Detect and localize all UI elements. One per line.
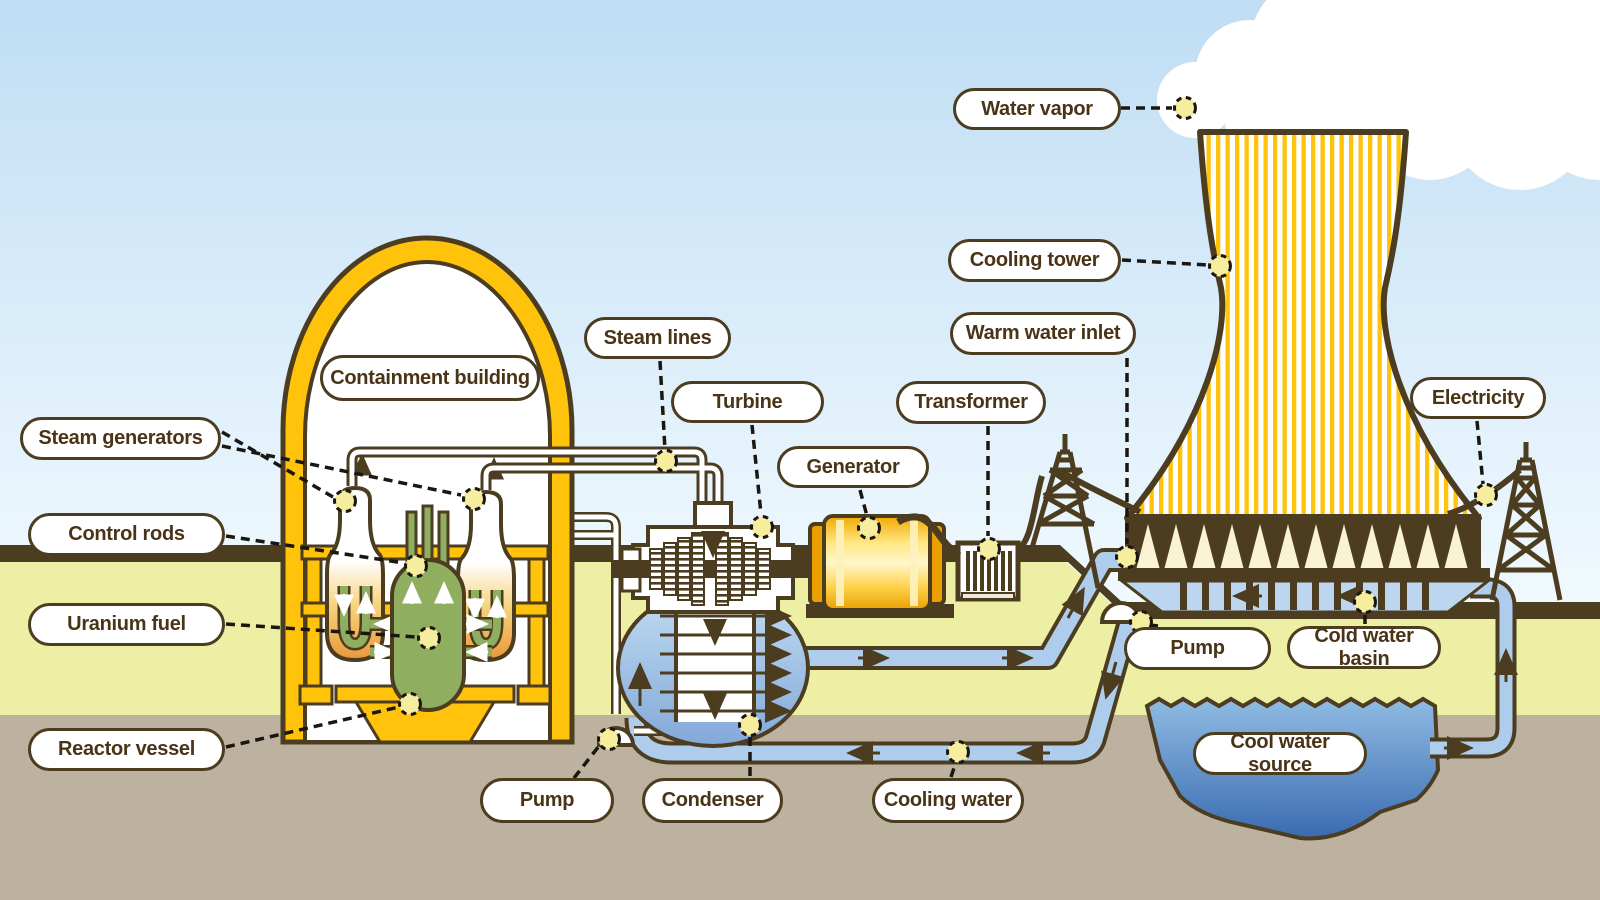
dot-reactor-vessel [398, 692, 422, 716]
dot-condenser [738, 713, 762, 737]
cold-water-basin [1117, 579, 1493, 614]
dot-pump-left [597, 727, 621, 751]
turbine [612, 501, 812, 614]
callout-lines [221, 106, 1485, 780]
cold-water-return-pipe [624, 616, 1141, 765]
label-uranium-fuel: Uranium fuel [28, 603, 225, 646]
dot-steam-generator-1 [333, 489, 357, 513]
label-containment-building: Containment building [320, 355, 540, 401]
steam-lines [346, 446, 724, 508]
dot-cooling-water [946, 740, 970, 764]
generator-cable [896, 513, 961, 554]
label-warm-water-inlet: Warm water inlet [950, 312, 1136, 355]
dot-generator [857, 516, 881, 540]
dot-cooling-tower [1208, 254, 1232, 278]
label-cool-water-source: Cool water source [1193, 731, 1367, 776]
water-vapor-cloud [1157, 0, 1600, 190]
dot-uranium-fuel [417, 626, 441, 650]
label-turbine: Turbine [671, 381, 824, 423]
label-electricity: Electricity [1410, 377, 1546, 419]
pylon-left [1029, 434, 1101, 589]
label-cold-water-basin: Cold water basin [1287, 625, 1441, 670]
label-cooling-tower: Cooling tower [948, 239, 1121, 282]
dot-transformer [977, 537, 1001, 561]
label-pump-right: Pump [1124, 627, 1271, 670]
primary-loop-pipes [370, 614, 492, 662]
label-water-vapor: Water vapor [953, 88, 1121, 130]
label-generator: Generator [777, 446, 929, 488]
condenser [616, 588, 810, 748]
turbine-blades [649, 532, 771, 606]
pylon-right [1489, 442, 1563, 601]
dot-electricity [1474, 483, 1498, 507]
dot-steam-generator-2 [462, 487, 486, 511]
label-pump-left: Pump [480, 778, 614, 823]
dot-control-rods [404, 554, 428, 578]
callout-dots [333, 96, 1498, 764]
dot-water-vapor [1173, 96, 1197, 120]
generator [806, 514, 954, 618]
label-steam-lines: Steam lines [584, 317, 731, 359]
dot-warm-water-inlet [1115, 545, 1139, 569]
transformer [896, 513, 1021, 602]
dot-steam-lines [654, 449, 678, 473]
dot-cold-water-basin [1353, 590, 1377, 614]
label-reactor-vessel: Reactor vessel [28, 728, 225, 771]
label-condenser: Condenser [642, 778, 783, 823]
spray-nozzles [1118, 514, 1490, 581]
label-cooling-water: Cooling water [872, 778, 1024, 823]
containment-building [280, 235, 575, 745]
label-steam-generators: Steam generators [20, 417, 221, 460]
label-control-rods: Control rods [28, 513, 225, 556]
dot-turbine [750, 515, 774, 539]
label-transformer: Transformer [896, 381, 1046, 424]
